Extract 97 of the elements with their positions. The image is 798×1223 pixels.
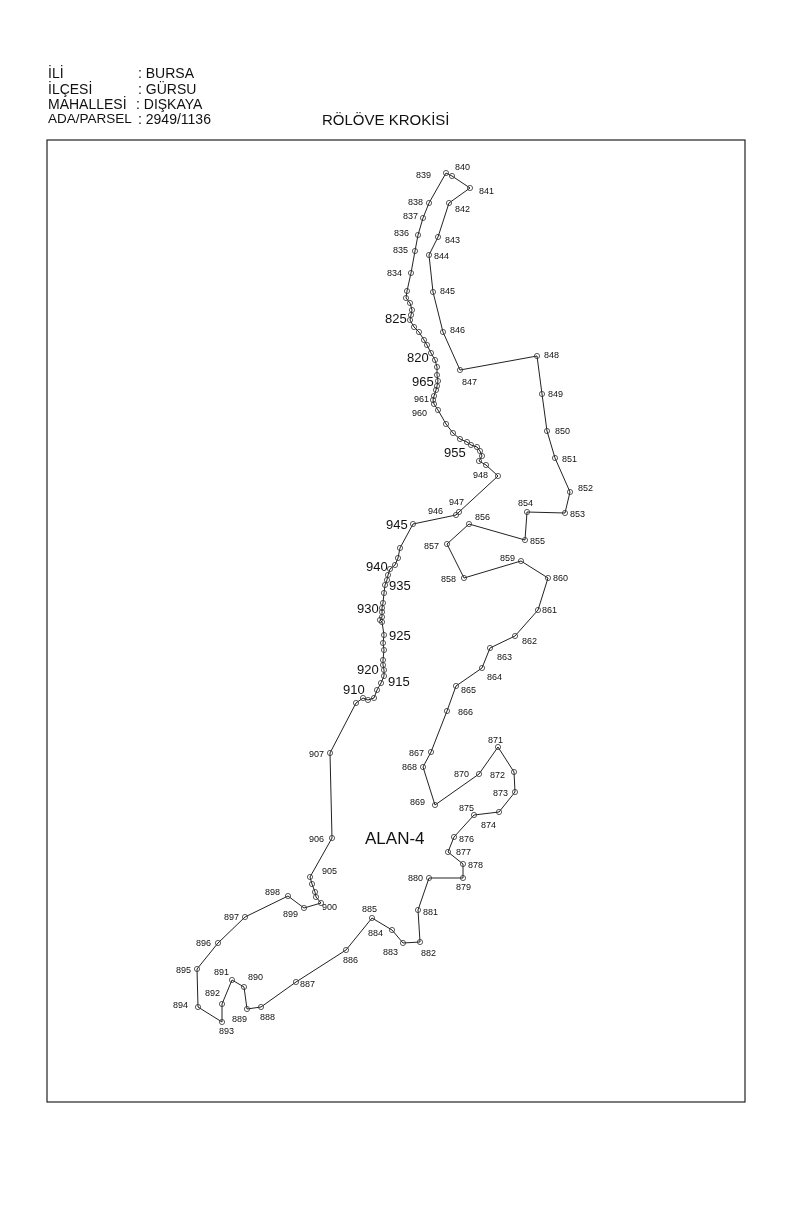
point-number: 850 (555, 426, 571, 436)
point-number: 861 (542, 605, 558, 615)
point-number: 925 (389, 628, 411, 642)
field-value: : GÜRSU (138, 82, 197, 96)
point-number: 862 (522, 636, 538, 646)
point-number: 864 (487, 672, 503, 682)
point-number: 837 (403, 211, 419, 221)
point-number: 885 (362, 904, 378, 914)
point-number: 880 (408, 873, 424, 883)
point-number: 853 (570, 509, 586, 519)
point-number: 839 (416, 170, 432, 180)
point-number: 892 (205, 988, 221, 998)
point-number: 840 (455, 162, 471, 172)
point-number: 844 (434, 251, 450, 261)
point-number: 855 (530, 536, 546, 546)
point-number: 883 (383, 947, 399, 957)
point-number: 869 (410, 797, 426, 807)
point-number: 965 (412, 374, 434, 388)
sketch-title: RÖLÖVE KROKİSİ (322, 111, 450, 127)
point-number: 871 (488, 735, 504, 745)
point-number: 940 (366, 559, 388, 573)
point-number: 946 (428, 506, 444, 516)
point-number: 858 (441, 574, 457, 584)
point-number: 838 (408, 197, 424, 207)
point-number: 865 (461, 685, 477, 695)
point-number: 841 (479, 186, 495, 196)
point-number: 897 (224, 912, 240, 922)
point-number: 955 (444, 445, 466, 459)
point-number: 834 (387, 268, 403, 278)
point-number: 874 (481, 820, 497, 830)
point-number: 879 (456, 882, 472, 892)
point-number: 961 (414, 394, 430, 404)
point-number: 915 (388, 674, 410, 688)
point-number: 857 (424, 541, 440, 551)
field-value: : BURSA (138, 66, 194, 80)
point-number: 875 (459, 803, 475, 813)
point-number: 896 (196, 938, 212, 948)
point-number: 887 (300, 979, 316, 989)
point-number: 846 (450, 325, 466, 335)
point-number: 849 (548, 389, 564, 399)
point-number: 859 (500, 553, 516, 563)
point-number: 866 (458, 707, 474, 717)
field-value: : DIŞKAYA (136, 97, 203, 111)
point-number: 873 (493, 788, 509, 798)
point-number: 920 (357, 662, 379, 676)
point-number: 894 (173, 1000, 189, 1010)
point-number: 847 (462, 377, 478, 387)
point-number: 856 (475, 512, 491, 522)
area-label: ALAN-4 (365, 829, 425, 847)
point-number: 881 (423, 907, 439, 917)
point-number: 891 (214, 967, 230, 977)
point-number: 947 (449, 497, 465, 507)
point-number: 872 (490, 770, 506, 780)
point-number: 854 (518, 498, 534, 508)
point-number: 906 (309, 834, 325, 844)
point-number: 867 (409, 748, 425, 758)
point-number: 948 (473, 470, 489, 480)
point-number: 851 (562, 454, 578, 464)
point-number: 836 (394, 228, 410, 238)
point-number: 960 (412, 408, 428, 418)
field-label: ADA/PARSEL (48, 112, 132, 126)
point-number: 852 (578, 483, 594, 493)
point-number: 835 (393, 245, 409, 255)
point-number: 898 (265, 887, 281, 897)
field-label: İLİ (48, 66, 64, 80)
point-number: 893 (219, 1026, 235, 1036)
point-number: 888 (260, 1012, 276, 1022)
point-number: 876 (459, 834, 475, 844)
point-number: 878 (468, 860, 484, 870)
point-number: 843 (445, 235, 461, 245)
point-number: 820 (407, 350, 429, 364)
point-number: 848 (544, 350, 560, 360)
point-number: 899 (283, 909, 299, 919)
point-number: 825 (385, 311, 407, 325)
point-number: 886 (343, 955, 359, 965)
field-value: : 2949/1136 (138, 112, 211, 126)
point-number: 868 (402, 762, 418, 772)
point-number: 945 (386, 517, 408, 531)
point-number: 842 (455, 204, 471, 214)
point-number: 900 (322, 902, 338, 912)
point-number: 905 (322, 866, 338, 876)
point-number: 889 (232, 1014, 248, 1024)
point-number: 910 (343, 682, 365, 696)
point-number: 935 (389, 578, 411, 592)
point-number: 845 (440, 286, 456, 296)
point-number: 882 (421, 948, 437, 958)
point-number: 870 (454, 769, 470, 779)
point-number: 884 (368, 928, 384, 938)
point-number: 877 (456, 847, 472, 857)
point-number: 895 (176, 965, 192, 975)
point-number: 860 (553, 573, 569, 583)
field-label: İLÇESİ (48, 82, 93, 96)
point-number: 863 (497, 652, 513, 662)
field-label: MAHALLESİ (48, 97, 127, 111)
point-number: 890 (248, 972, 264, 982)
point-number: 930 (357, 601, 379, 615)
point-number: 907 (309, 749, 325, 759)
